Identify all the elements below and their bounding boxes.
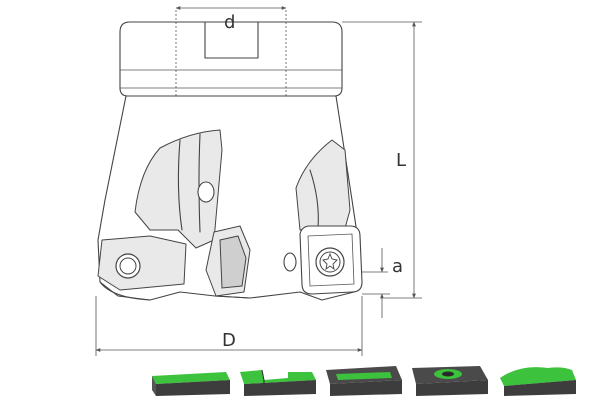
dimension-L: L xyxy=(342,21,422,299)
profile-insert-icon xyxy=(500,367,576,396)
slotted-insert-icon xyxy=(326,366,402,396)
label-L: L xyxy=(396,150,406,171)
cutter-body xyxy=(97,10,363,301)
label-a: a xyxy=(392,256,403,277)
keyway-slot xyxy=(204,21,259,59)
flat-insert-icon xyxy=(152,372,230,396)
round-hole-insert-icon xyxy=(412,366,488,396)
dimension-d: d xyxy=(175,6,287,33)
right-square-insert xyxy=(299,225,363,295)
dimension-D: D xyxy=(95,296,363,356)
dimension-a: a xyxy=(362,248,403,318)
insert-icons-row xyxy=(152,366,576,396)
hub-cylinder xyxy=(119,21,343,97)
left-insert xyxy=(97,235,187,291)
stepped-insert-icon xyxy=(240,369,316,396)
label-D: D xyxy=(222,330,236,351)
label-d: d xyxy=(224,12,235,33)
